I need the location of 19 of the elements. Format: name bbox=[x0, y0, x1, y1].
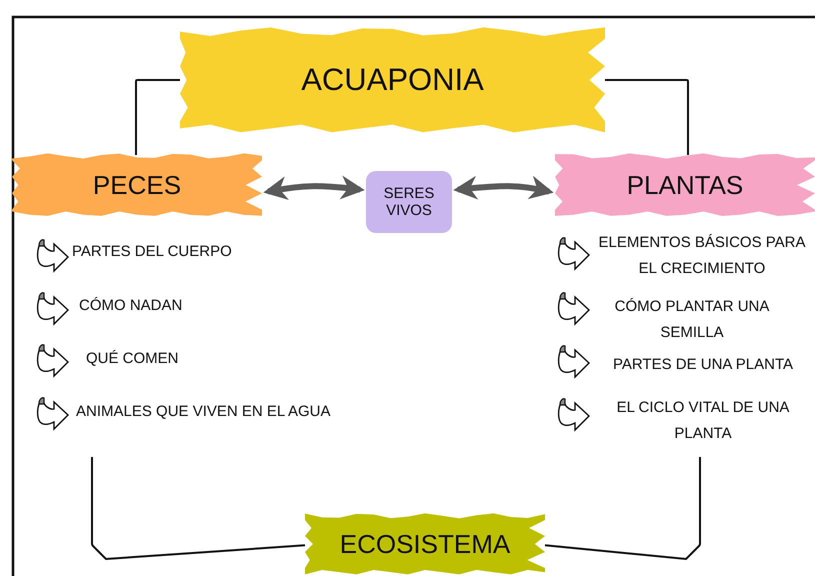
topic-text: QUÉ COMEN bbox=[86, 349, 180, 369]
connector-line bbox=[544, 457, 701, 560]
heading-text: PECES bbox=[92, 170, 182, 200]
double-headed-arrow bbox=[453, 176, 554, 200]
heading-text: ACUAPONIA bbox=[301, 62, 484, 98]
heading-text: PLANTAS bbox=[626, 170, 744, 200]
topic-text: ELEMENTOS BÁSICOS PARA EL CRECIMIENTO bbox=[597, 233, 806, 279]
rounded-box: SERES VIVOS bbox=[366, 171, 452, 233]
topic-text: CÓMO PLANTAR UNA SEMILLA bbox=[614, 297, 770, 343]
topic-text: PARTES DE UNA PLANTA bbox=[612, 355, 794, 375]
topic-text: CÓMO NADAN bbox=[79, 296, 184, 316]
connector-line bbox=[135, 79, 180, 155]
double-headed-arrow bbox=[263, 176, 365, 200]
topic-text: EL CICLO VITAL DE UNA PLANTA bbox=[616, 398, 790, 444]
heading-text: ECOSISTEMA bbox=[340, 528, 510, 560]
connector-line bbox=[91, 457, 306, 560]
topic-text: ANIMALES QUE VIVEN EN EL AGUA bbox=[76, 402, 332, 422]
connector-line bbox=[605, 79, 689, 155]
topic-text: PARTES DEL CUERPO bbox=[72, 242, 233, 262]
